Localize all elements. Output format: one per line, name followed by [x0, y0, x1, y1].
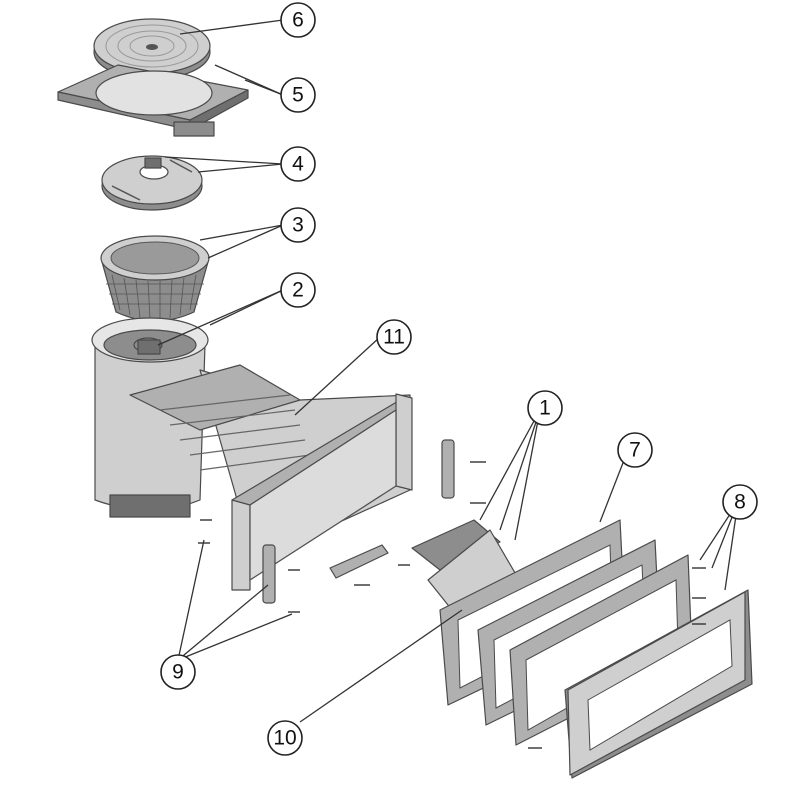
callout-label: 8 — [734, 491, 746, 514]
callout-label: 9 — [172, 661, 184, 684]
leader-lines — [157, 19, 739, 723]
callout-label: 1 — [539, 397, 551, 420]
faceplate-part — [564, 589, 753, 779]
callout-4: 4 — [280, 146, 316, 182]
callout-label: 6 — [292, 9, 304, 32]
callout-10: 10 — [267, 720, 303, 756]
callout-1: 1 — [527, 390, 563, 426]
callout-label: 7 — [629, 439, 641, 462]
screws-part — [198, 461, 706, 749]
basket-part — [100, 235, 210, 322]
callout-label: 2 — [292, 279, 304, 302]
frame-part — [57, 64, 249, 137]
valve-part — [133, 337, 163, 355]
callout-8: 8 — [722, 484, 758, 520]
callout-label: 3 — [292, 214, 304, 237]
callout-6: 6 — [280, 2, 316, 38]
callout-5: 5 — [280, 77, 316, 113]
callout-9: 9 — [160, 654, 196, 690]
callout-7: 7 — [617, 432, 653, 468]
callout-label: 4 — [292, 153, 304, 176]
skimmer-body-part — [91, 317, 413, 591]
callout-11: 11 — [376, 319, 412, 355]
gaskets-part — [439, 519, 693, 746]
callout-3: 3 — [280, 207, 316, 243]
callout-label: 11 — [383, 326, 405, 349]
brackets-part — [262, 439, 455, 604]
callout-label: 10 — [273, 727, 296, 750]
callout-label: 5 — [292, 84, 304, 107]
weir-part — [101, 155, 203, 211]
callout-2: 2 — [280, 272, 316, 308]
